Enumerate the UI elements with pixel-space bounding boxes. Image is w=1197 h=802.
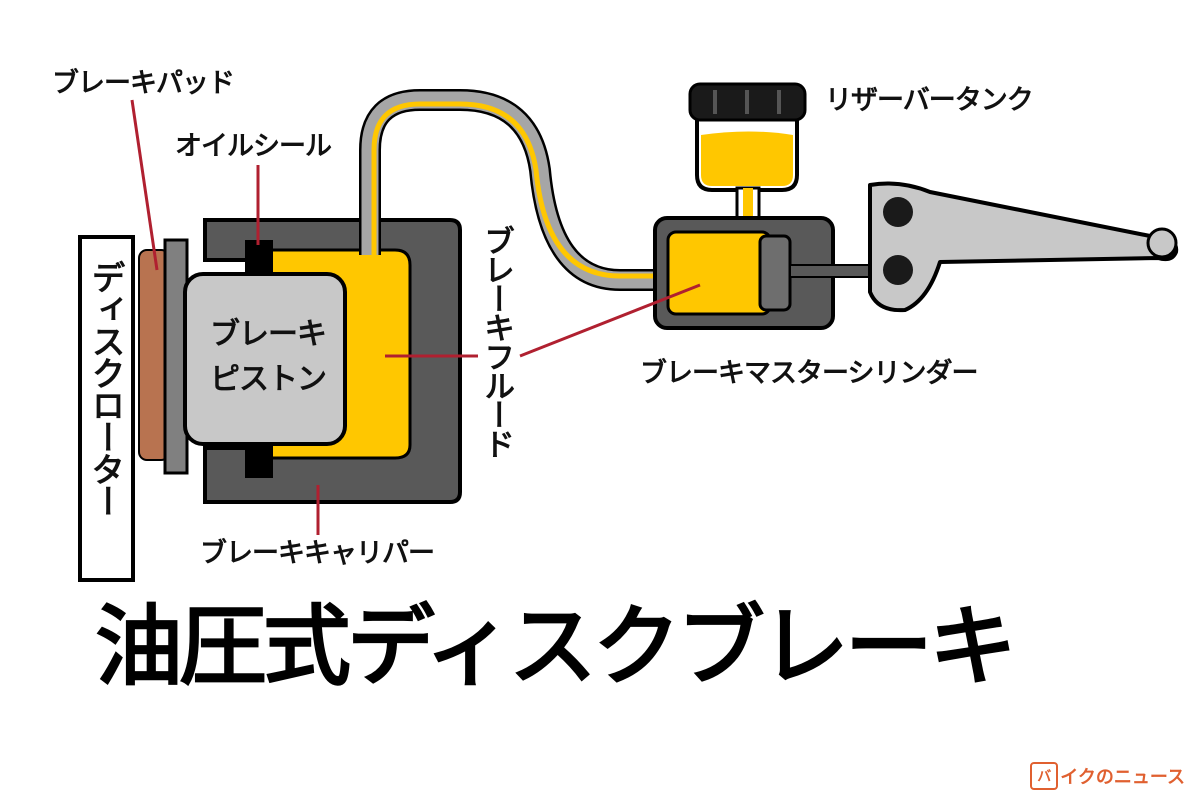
- label-brake-piston-line2: ピストン: [210, 362, 327, 397]
- watermark-text: イクのニュース: [1060, 767, 1185, 788]
- brake-hose-fluid: [371, 101, 670, 279]
- disc-rotor: [78, 235, 135, 582]
- brake-lever: [868, 181, 1179, 313]
- leader-brake-pad: [130, 99, 159, 271]
- leader-brake-fluid-master: [519, 283, 701, 358]
- master-cylinder-piston: [758, 234, 792, 312]
- label-master-cylinder: ブレーキマスターシリンダー: [640, 358, 978, 389]
- label-brake-piston-line1: ブレーキ: [210, 317, 327, 352]
- reservoir-feed-fluid: [743, 188, 753, 233]
- lever-pivot-bolt: [883, 197, 913, 227]
- label-brake-fluid: ブレーキフルード: [478, 225, 514, 457]
- label-oil-seal: オイルシール: [175, 131, 332, 162]
- label-brake-pad: ブレーキパッド: [52, 68, 235, 99]
- oil-seal-bottom: [245, 444, 273, 478]
- oil-seal-top: [245, 240, 273, 276]
- label-disc-rotor: ディスクローター: [85, 260, 125, 516]
- watermark-logo-icon: バ: [1030, 762, 1059, 790]
- lever-tip-ball: [1146, 227, 1178, 259]
- watermark: バ イクのニュース: [1030, 762, 1185, 790]
- label-reservoir-tank: リザーバータンク: [825, 85, 1034, 116]
- diagram-title: 油圧式ディスクブレーキ: [95, 595, 1017, 698]
- master-cylinder-fluid: [666, 230, 772, 316]
- label-brake-caliper: ブレーキキャリパー: [200, 538, 435, 569]
- lever-pivot-bolt: [883, 255, 913, 285]
- brake-piston: [183, 272, 347, 446]
- reservoir-tank-fluid: [701, 131, 793, 186]
